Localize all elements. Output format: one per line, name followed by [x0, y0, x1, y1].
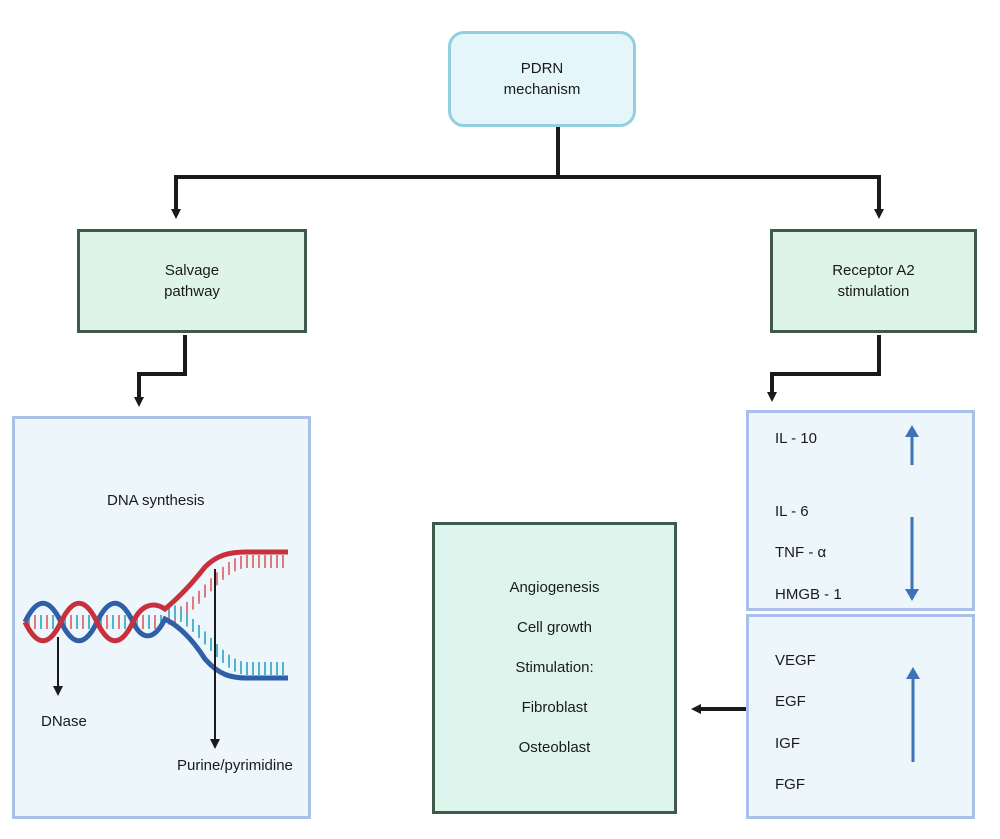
salvage-to-dna-connector	[134, 335, 187, 407]
growth-factor-item: IGF	[775, 735, 800, 752]
effect-item: Cell growth	[516, 619, 593, 636]
cytokine-arrows	[905, 425, 919, 601]
red-strand-rungs	[28, 555, 284, 629]
receptor-to-cytokines-connector	[767, 335, 881, 402]
cytokine-down-item: HMGB - 1	[775, 586, 842, 603]
growth-factor-item: FGF	[775, 776, 805, 793]
cytokine-down-item: IL - 6	[775, 503, 809, 520]
red-strand	[22, 549, 288, 644]
purine-pyrimidine-label: Purine/pyrimidine	[177, 757, 293, 774]
effect-item: Stimulation:	[515, 659, 594, 676]
cytokine-up-item: IL - 10	[775, 430, 817, 447]
salvage-line-1: Salvage	[164, 262, 220, 279]
cytokine-panel: IL - 10 IL - 6 TNF - α HMGB - 1	[746, 410, 975, 611]
root-line-1: PDRN	[520, 60, 564, 77]
effect-item: Osteoblast	[518, 739, 591, 756]
pdrn-mechanism-box: PDRN mechanism	[448, 31, 636, 127]
receptor-line-2: stimulation	[837, 283, 910, 300]
receptor-line-1: Receptor A2	[832, 262, 915, 279]
cytokine-down-item: TNF - α	[775, 544, 827, 561]
receptor-a2-box: Receptor A2 stimulation	[770, 229, 977, 333]
salvage-pathway-box: Salvage pathway	[77, 229, 307, 333]
dna-synthesis-panel: DNA synthesis DNase Purine/pyrimidine	[12, 416, 311, 819]
effects-box: Angiogenesis Cell growth Stimulation: Fi…	[432, 522, 677, 814]
growth-factor-panel: VEGF EGF IGF FGF	[746, 614, 975, 819]
growth-arrows	[906, 667, 920, 762]
dnase-label: DNase	[41, 713, 87, 730]
effect-item: Angiogenesis	[509, 579, 600, 596]
tree-connector	[134, 127, 884, 714]
root-line-2: mechanism	[503, 81, 581, 98]
salvage-line-2: pathway	[164, 283, 220, 300]
dna-helix-illustration	[22, 549, 288, 749]
dna-synthesis-title: DNA synthesis	[107, 492, 205, 509]
blue-strand-rungs	[168, 603, 284, 675]
effect-item: Fibroblast	[521, 699, 588, 716]
root-right-branch	[558, 175, 884, 219]
growth-factor-item: VEGF	[775, 652, 816, 669]
root-left-branch	[171, 175, 558, 219]
growth-factor-item: EGF	[775, 693, 806, 710]
